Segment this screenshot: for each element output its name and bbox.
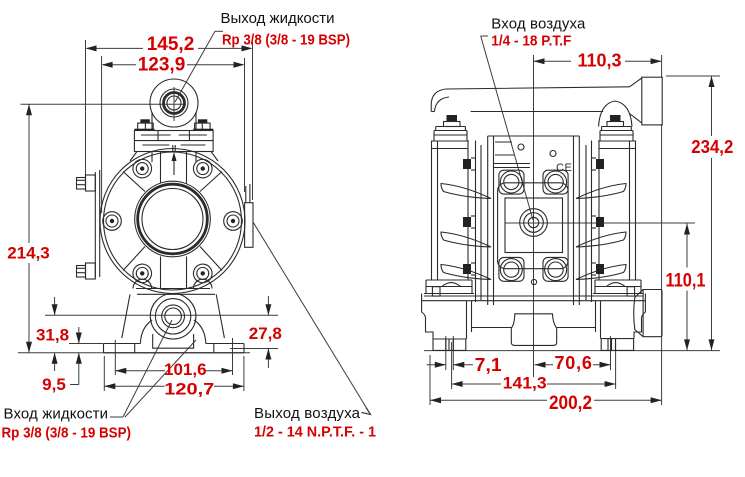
svg-text:120,7: 120,7 [164,380,214,399]
svg-text:Вход жидкости: Вход жидкости [4,406,109,423]
svg-text:110,3: 110,3 [577,51,621,71]
svg-text:1/4 - 18 P.T.F: 1/4 - 18 P.T.F [491,32,571,49]
svg-text:Выход воздуха: Выход воздуха [254,405,361,422]
svg-text:Rp 3/8 (3/8 - 19 BSP): Rp 3/8 (3/8 - 19 BSP) [2,424,132,441]
svg-text:7,1: 7,1 [475,355,502,375]
svg-text:145,2: 145,2 [147,34,195,55]
svg-text:31,8: 31,8 [36,326,69,345]
svg-text:CE: CE [556,162,572,174]
svg-text:Вход воздуха: Вход воздуха [491,15,586,32]
svg-text:110,1: 110,1 [666,270,706,291]
svg-text:234,2: 234,2 [691,137,733,157]
svg-text:141,3: 141,3 [503,374,547,393]
svg-text:200,2: 200,2 [549,393,592,414]
svg-text:1/2 - 14 N.P.T.F. - 1: 1/2 - 14 N.P.T.F. - 1 [254,424,376,441]
svg-text:123,9: 123,9 [138,55,186,76]
svg-text:214,3: 214,3 [7,243,50,262]
svg-text:Rp 3/8 (3/8 - 19 BSP): Rp 3/8 (3/8 - 19 BSP) [222,32,350,49]
svg-text:101,6: 101,6 [164,360,207,379]
svg-text:27,8: 27,8 [249,324,282,343]
svg-text:70,6: 70,6 [554,353,592,373]
svg-text:9,5: 9,5 [42,375,66,394]
svg-text:Выход жидкости: Выход жидкости [221,10,335,27]
